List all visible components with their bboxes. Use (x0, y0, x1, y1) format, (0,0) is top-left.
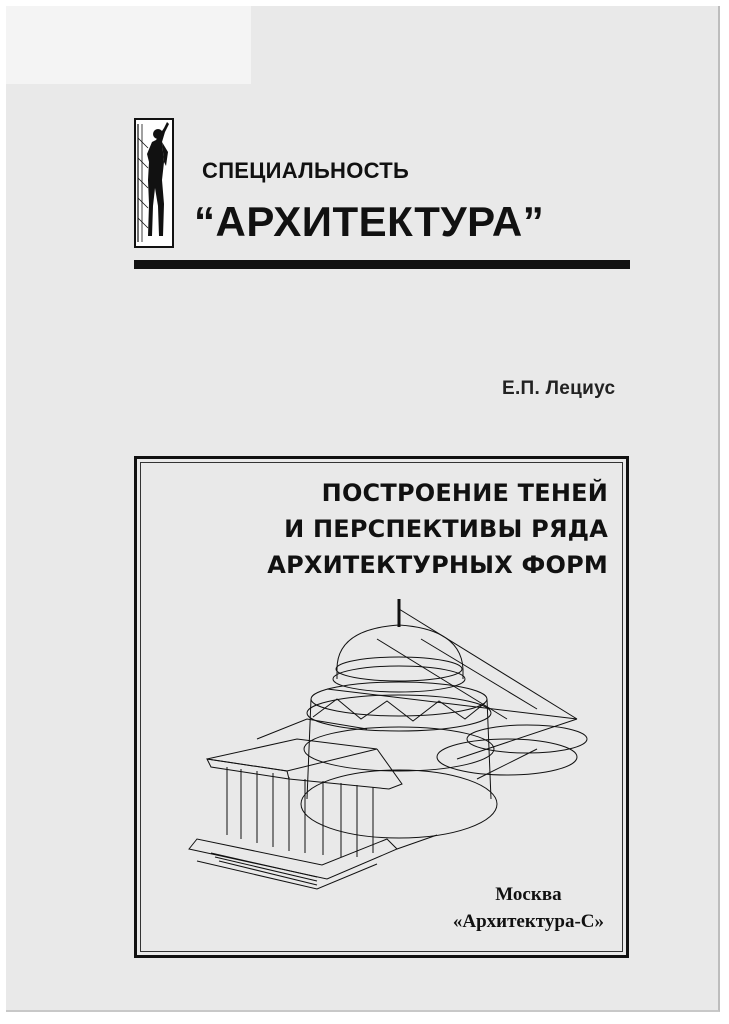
series-rule (134, 260, 630, 269)
publisher: Москва «Архитектура-С» (453, 881, 604, 935)
author: Е.П. Лециус (502, 378, 616, 399)
title-frame: ПОСТРОЕНИЕ ТЕНЕЙ И ПЕРСПЕКТИВЫ РЯДА АРХИ… (134, 456, 629, 958)
title-line-3: АРХИТЕКТУРНЫХ ФОРМ (267, 551, 608, 579)
series-prefix: СПЕЦИАЛЬНОСТЬ (202, 158, 410, 183)
title-line-2: И ПЕРСПЕКТИВЫ РЯДА (284, 515, 608, 543)
paper-patch (6, 6, 251, 84)
title-line-1: ПОСТРОЕНИЕ ТЕНЕЙ (321, 479, 608, 507)
series-name: “АРХИТЕКТУРА” (194, 198, 545, 245)
rotunda-perspective-drawing (188, 599, 588, 890)
series-header: СПЕЦИАЛЬНОСТЬ “АРХИТЕКТУРА” (134, 118, 630, 274)
book-title: ПОСТРОЕНИЕ ТЕНЕЙ И ПЕРСПЕКТИВЫ РЯДА АРХИ… (267, 475, 608, 583)
title-frame-inner (140, 462, 623, 952)
book-cover: СПЕЦИАЛЬНОСТЬ “АРХИТЕКТУРА” Е.П. Лециус … (6, 6, 720, 1012)
publisher-city: Москва (495, 884, 562, 905)
publisher-name: «Архитектура-С» (452, 911, 604, 932)
modulor-figure-icon (134, 118, 174, 248)
